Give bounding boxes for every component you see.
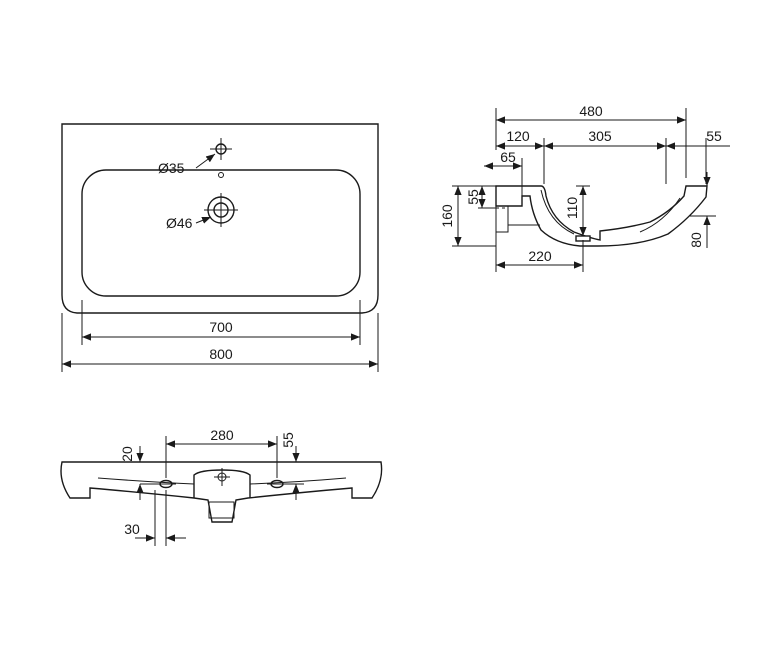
waste-distance-dimension: 220	[528, 248, 552, 264]
mounting-bracket	[495, 205, 509, 233]
front-height-dimension: 80	[688, 232, 704, 248]
basin-front-outline	[60, 461, 383, 523]
back-offset-dimension: 120	[506, 128, 530, 144]
wall-offset-dimension: 65	[500, 149, 516, 165]
bowl-width-dimension: 700	[209, 319, 233, 335]
fixing-hole-right	[267, 479, 287, 489]
overall-width-dimension: 800	[209, 346, 233, 362]
tap-hole-label: Ø35	[158, 160, 185, 176]
bowl-length-dimension: 305	[588, 128, 612, 144]
bowl-outline	[81, 169, 361, 297]
side-offset-dimension: 30	[124, 521, 140, 537]
top-offset-dimension: 20	[119, 446, 135, 462]
bracket-height-dimension: 55	[465, 189, 481, 205]
side-view: 480 120 305 55 65 55 160 110 220	[439, 103, 730, 272]
fixing-spacing-dimension: 280	[210, 427, 234, 443]
front-offset-dimension: 55	[706, 128, 722, 144]
basin-section	[495, 185, 708, 247]
waste-hole	[204, 193, 238, 227]
tap-hole	[210, 138, 232, 178]
front-view: 280 20 55 30	[60, 427, 383, 546]
bowl-depth-dimension: 110	[564, 197, 580, 220]
depth-dimension: 480	[579, 103, 603, 119]
fixing-hole-left	[156, 479, 176, 489]
basin-outline	[61, 123, 379, 314]
top-view: Ø35 Ø46 700 800	[61, 123, 379, 372]
fixing-height-dimension: 55	[280, 432, 296, 448]
waste-hole-label: Ø46	[166, 215, 193, 231]
overall-height-dimension: 160	[439, 204, 455, 228]
